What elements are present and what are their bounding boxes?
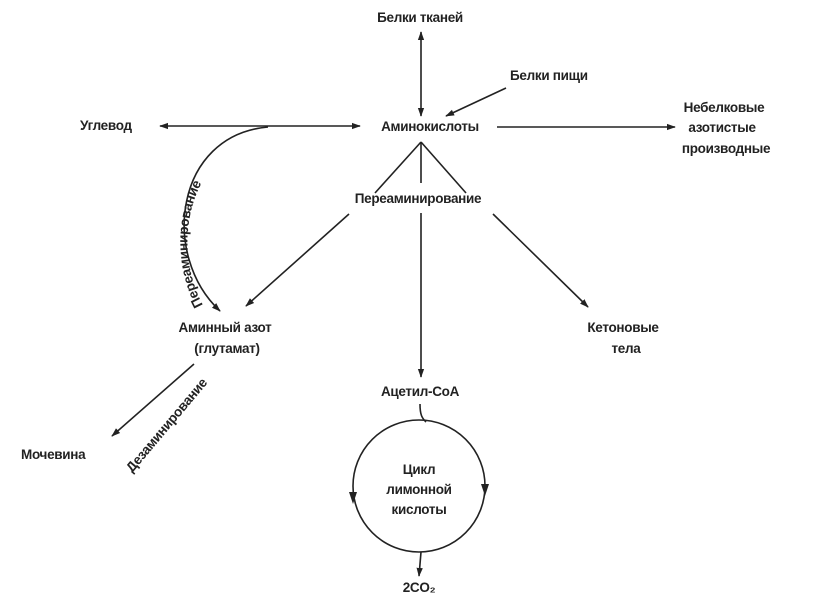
node-nonprotein-line1: Небелковые [684,100,765,115]
node-amino-acids: Аминокислоты [381,119,479,134]
node-amine-nitrogen-line1: Аминный азот [179,320,273,335]
node-tissue-proteins: Белки тканей [377,10,463,25]
node-nonprotein-line2: азотистые [688,120,756,135]
node-food-proteins: Белки пищи [510,68,588,83]
node-amine-nitrogen-line2: (глутамат) [194,341,259,356]
cycle-label-line3: кислоты [392,502,447,517]
ketone-arrow [492,213,589,308]
label-transamination-curved: Переаминирование [175,177,205,310]
node-carbohydrate: Углевод [80,118,132,133]
branch-line-right [420,141,467,194]
transamination-curved-arrow [183,126,269,312]
node-acetyl-coa: Ацетил-CoA [381,384,460,399]
cycle-arrow-down-icon [481,484,489,496]
cycle-arrow-up-icon [349,492,357,504]
node-co2: 2CO₂ [403,580,436,595]
cycle-label-line1: Цикл [403,462,435,477]
cycle-label-line2: лимонной [386,482,451,497]
label-transamination-curved-path: Переаминирование [175,177,205,310]
node-ketone-line1: Кетоновые [587,320,659,335]
node-urea: Мочевина [21,447,86,462]
label-deamination: Дезаминирование [123,375,211,475]
amine-nitrogen-arrow [245,213,350,307]
branch-line-left [374,141,422,194]
deamination-arrow [111,363,195,437]
food-proteins-arrow [445,87,507,117]
co2-arrow [416,551,423,577]
node-ketone-line2: тела [611,341,641,356]
node-nonprotein-line3: производные [682,141,771,156]
label-transamination: Переаминирование [355,191,482,206]
